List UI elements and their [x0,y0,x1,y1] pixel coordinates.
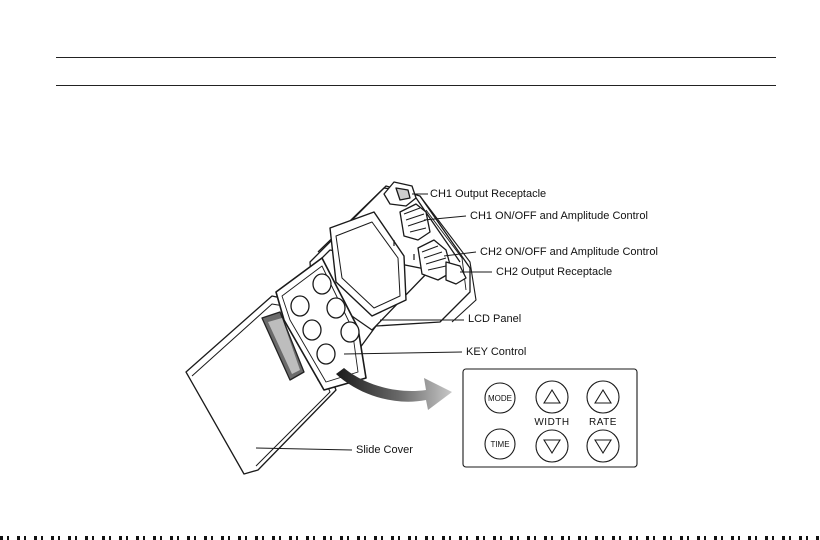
ch1-output-receptacle [384,182,416,206]
callout-key-control: KEY Control [466,346,526,359]
callout-ch1-output: CH1 Output Receptacle [430,188,546,201]
mode-label: MODE [488,394,512,403]
time-label: TIME [490,440,509,449]
callout-lcd-panel: LCD Panel [468,313,521,326]
callout-ch1-control: CH1 ON/OFF and Amplitude Control [470,210,648,223]
callout-slide-cover: Slide Cover [356,444,413,457]
callout-ch2-control: CH2 ON/OFF and Amplitude Control [480,246,658,259]
callout-ch2-output: CH2 Output Receptacle [496,266,612,279]
width-label: WIDTH [534,417,569,428]
bottom-edge-strip [0,536,820,540]
rate-label: RATE [589,417,617,428]
